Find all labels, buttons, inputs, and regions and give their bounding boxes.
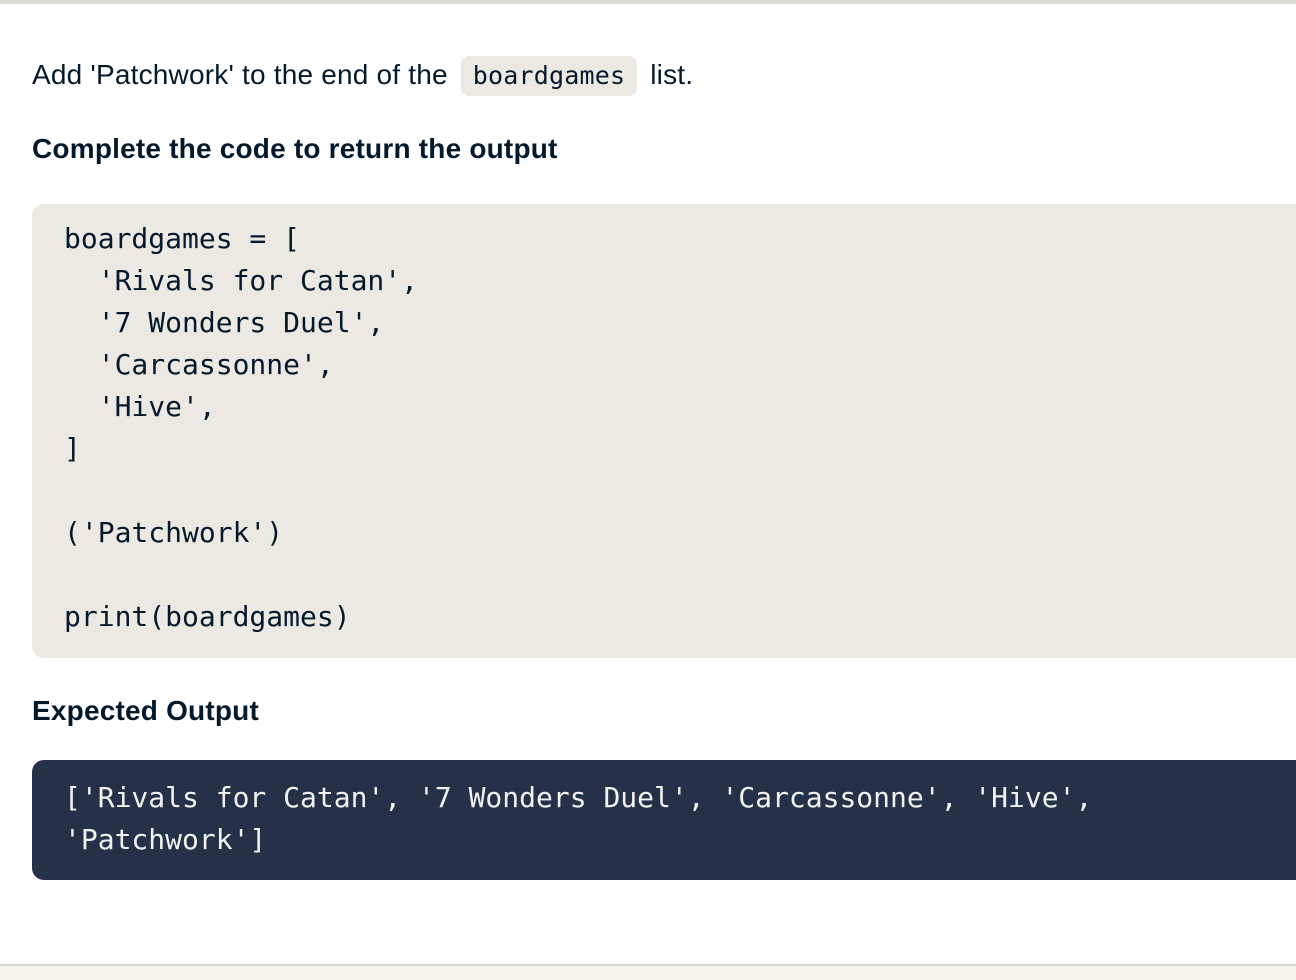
instruction-heading: Complete the code to return the output [32,133,558,164]
exercise-panel: Add 'Patchwork' to the end of the boardg… [0,53,1296,880]
top-panel-border [0,0,1296,4]
prompt-text-before: Add 'Patchwork' to the end of the [32,59,456,90]
code-block: boardgames = [ 'Rivals for Catan', '7 Wo… [32,204,1296,658]
code-text: boardgames = [ 'Rivals for Catan', '7 Wo… [64,222,419,633]
expected-output-block: ['Rivals for Catan', '7 Wonders Duel', '… [32,760,1296,880]
bottom-bar [0,964,1296,980]
expected-output-text: ['Rivals for Catan', '7 Wonders Duel', '… [64,781,1110,856]
inline-code-chip: boardgames [460,56,638,96]
expected-output-heading: Expected Output [32,695,260,726]
prompt-text-after: list. [642,59,694,90]
exercise-prompt: Add 'Patchwork' to the end of the boardg… [32,53,1296,98]
